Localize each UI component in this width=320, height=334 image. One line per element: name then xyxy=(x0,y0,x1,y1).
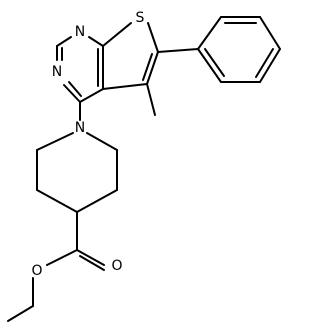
atom-n-top: N xyxy=(75,24,85,40)
bond-n-left-c4-inner xyxy=(68,81,82,97)
bond-carbonyl-c-o-ester xyxy=(46,249,78,266)
atom-n-piperidine: N xyxy=(75,120,85,136)
bond-c3p-c4p xyxy=(36,189,78,213)
chemical-structure-diagram: N N S N O O xyxy=(7,10,281,322)
thiophene-ring xyxy=(102,22,159,90)
bond-c7a-n-top xyxy=(88,36,104,47)
bond-n-top-c2 xyxy=(56,36,72,47)
bond-ph1-ph2 xyxy=(197,16,222,50)
bond-n-left-c4 xyxy=(63,84,81,103)
bond-c7a-s xyxy=(102,22,132,47)
bond-c4p-c5p xyxy=(76,189,118,213)
ethyl-ester-group xyxy=(7,211,105,322)
methyl-bond xyxy=(146,83,156,116)
bond-n-c2p xyxy=(36,132,74,151)
bond-c4-c4a xyxy=(79,88,104,103)
atom-o-ester: O xyxy=(31,263,42,279)
bond-carbonyl-double-1 xyxy=(76,249,105,266)
atom-n-left: N xyxy=(52,64,62,80)
bond-ph4-ph5-inner xyxy=(255,48,274,78)
phenyl-ring xyxy=(157,16,281,83)
pyrimidine-ring xyxy=(56,36,104,103)
bond-c6-c5 xyxy=(146,51,159,85)
piperidine-ring xyxy=(36,132,118,213)
atom-o-carbonyl: O xyxy=(111,258,122,274)
bond-ch2-ch3 xyxy=(7,305,34,322)
bond-c5-c4a xyxy=(102,83,148,90)
bond-c6-phenyl xyxy=(157,48,199,53)
bond-ph4-ph5 xyxy=(259,48,281,83)
bond-s-c6 xyxy=(147,22,159,53)
atom-s-thiophene: S xyxy=(136,10,145,26)
bond-c6-c5-inner xyxy=(142,53,153,81)
bond-ph6-ph1 xyxy=(197,48,222,83)
bond-carbonyl-double-2 xyxy=(79,255,105,271)
bond-ph6-ph1-inner xyxy=(204,48,225,77)
bond-c6p-n xyxy=(86,132,118,151)
bond-ph3-ph4 xyxy=(259,16,281,50)
